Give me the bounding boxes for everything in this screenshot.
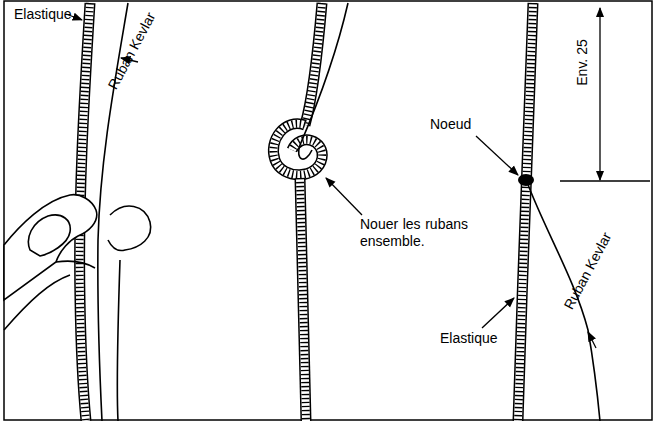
hand	[4, 195, 151, 330]
kevlar-ribbons	[98, 3, 600, 421]
instruction-note: Nouer les rubans ensemble.	[360, 216, 468, 250]
part-label: Ruban Kevlar	[560, 230, 615, 313]
dimension-line	[560, 8, 650, 181]
part-label: Noeud	[430, 116, 471, 133]
leader-lines	[66, 14, 596, 348]
knot	[518, 174, 534, 186]
frame	[4, 1, 652, 420]
part-label: Elastique	[440, 330, 498, 347]
dimension-label: Env. 25	[574, 39, 591, 85]
elastic-cords	[80, 3, 533, 421]
part-label: Ruban Kevlar	[104, 10, 159, 93]
part-label: Elastique	[14, 6, 72, 23]
